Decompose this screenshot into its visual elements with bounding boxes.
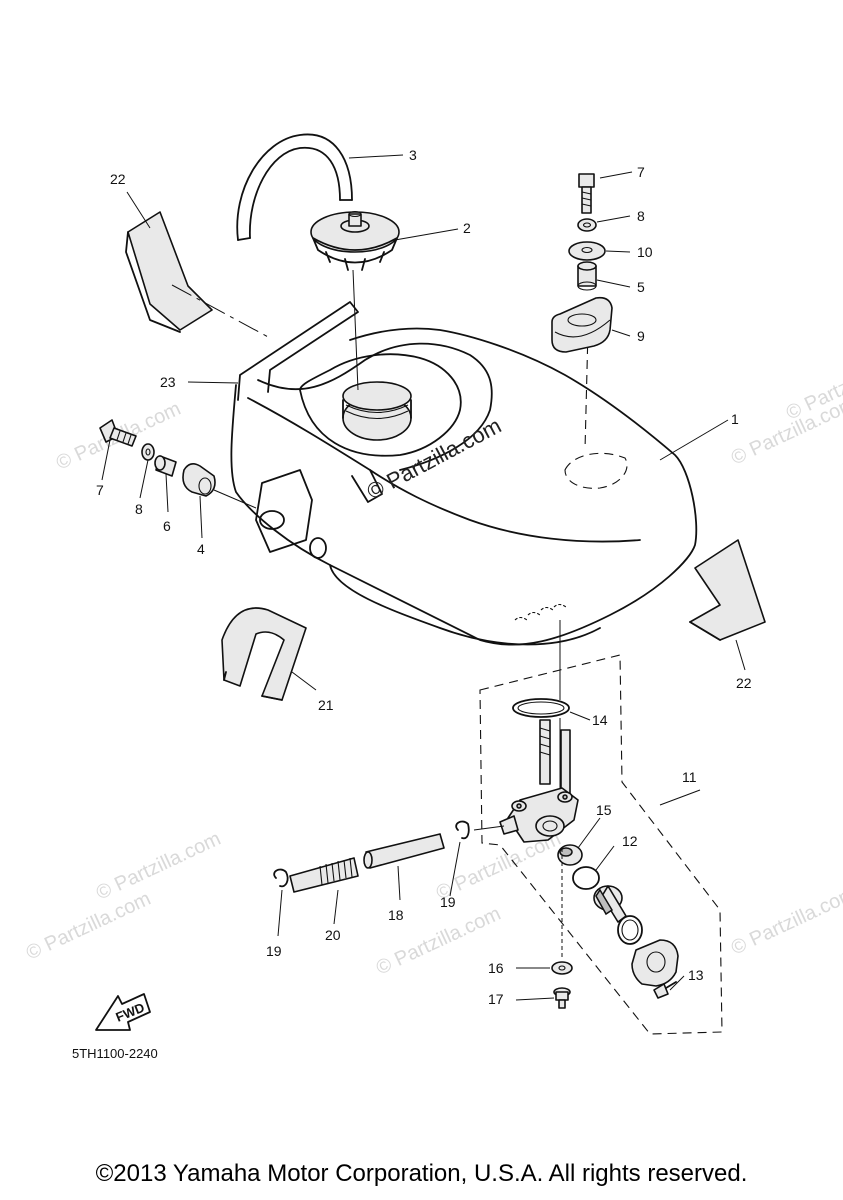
ball-part-15[interactable] (557, 844, 583, 866)
part-label: 16 (488, 960, 504, 976)
part-label: 22 (110, 171, 126, 187)
part-label: 21 (318, 697, 334, 713)
part-label: 3 (409, 147, 417, 163)
part-label: 10 (637, 244, 653, 260)
bolt-part-7-left[interactable] (99, 419, 137, 447)
part-label: 17 (488, 991, 504, 1007)
part-label: 14 (592, 712, 608, 728)
part-label: 22 (736, 675, 752, 691)
diagram-code: 5TH1100-2240 (72, 1046, 158, 1061)
part-label: 19 (266, 943, 282, 959)
screw-part-17[interactable] (553, 987, 571, 1009)
watermark: © Partzilla.com (93, 828, 224, 905)
fwd-arrow-icon: FWD (95, 993, 151, 1031)
part-label: 7 (637, 164, 645, 180)
washer-part-8-left[interactable] (141, 443, 155, 461)
part-label: 19 (440, 894, 456, 910)
copyright-footer: ©2013 Yamaha Motor Corporation, U.S.A. A… (95, 1160, 748, 1187)
screw-part-13[interactable] (653, 981, 677, 999)
o-ring-part-14[interactable] (512, 698, 570, 718)
part-label: 6 (163, 518, 171, 534)
spring-part-20[interactable] (289, 857, 359, 893)
bolt-part-7-right[interactable] (578, 173, 595, 214)
part-label: 12 (622, 833, 638, 849)
pad-part-21[interactable] (221, 607, 307, 701)
part-label: 2 (463, 220, 471, 236)
part-label: 13 (688, 967, 704, 983)
part-label: 9 (637, 328, 645, 344)
part-label: 15 (596, 802, 612, 818)
diaphragm-part-12[interactable] (572, 866, 600, 890)
damper-part-4[interactable] (182, 462, 257, 509)
part-label: 8 (637, 208, 645, 224)
breather-hose-part-3[interactable] (236, 133, 353, 241)
fuel-cock-assembly-part-11-outline[interactable] (479, 654, 723, 1035)
part-number-labels: 1 2 3 4 5 6 7 7 8 8 9 10 11 12 13 14 15 … (72, 147, 752, 1061)
collar-part-5[interactable] (577, 261, 597, 291)
fuel-cap-part-2[interactable] (310, 210, 400, 271)
washer-part-16[interactable] (551, 961, 573, 975)
washer-part-8-right[interactable] (577, 218, 597, 232)
fuel-hose-part-18[interactable] (363, 833, 445, 869)
collar-part-6[interactable] (154, 455, 177, 477)
part-label: 5 (637, 279, 645, 295)
watermark: © Partzilla.com (728, 883, 843, 960)
fuel-tank-part-1[interactable] (230, 269, 698, 646)
cover-plate[interactable] (631, 939, 679, 987)
part-label: 7 (96, 482, 104, 498)
part-label: 4 (197, 541, 205, 557)
part-label: 23 (160, 374, 176, 390)
watermark: © Partzilla.com (23, 888, 154, 965)
part-label: 11 (682, 769, 697, 785)
fuel-tank-diagram: © Partzilla.com © Partzilla.com © Partzi… (23, 133, 843, 1061)
callout-leaders (101, 154, 746, 1001)
part-label: 18 (388, 907, 404, 923)
part-label: 20 (325, 927, 341, 943)
gasket-ring[interactable] (617, 915, 643, 945)
lever-knob[interactable] (593, 885, 627, 923)
collar-part-10[interactable] (568, 241, 606, 261)
part-label: 1 (731, 411, 739, 427)
fuel-cock-body[interactable] (499, 719, 579, 843)
clip-part-19-left[interactable] (273, 868, 289, 888)
damper-part-9[interactable] (551, 296, 613, 353)
guard-plate-left-part-22[interactable] (125, 211, 271, 339)
clip-part-19-right[interactable] (455, 820, 470, 840)
guard-plate-right-part-22[interactable] (689, 539, 766, 641)
part-label: 8 (135, 501, 143, 517)
